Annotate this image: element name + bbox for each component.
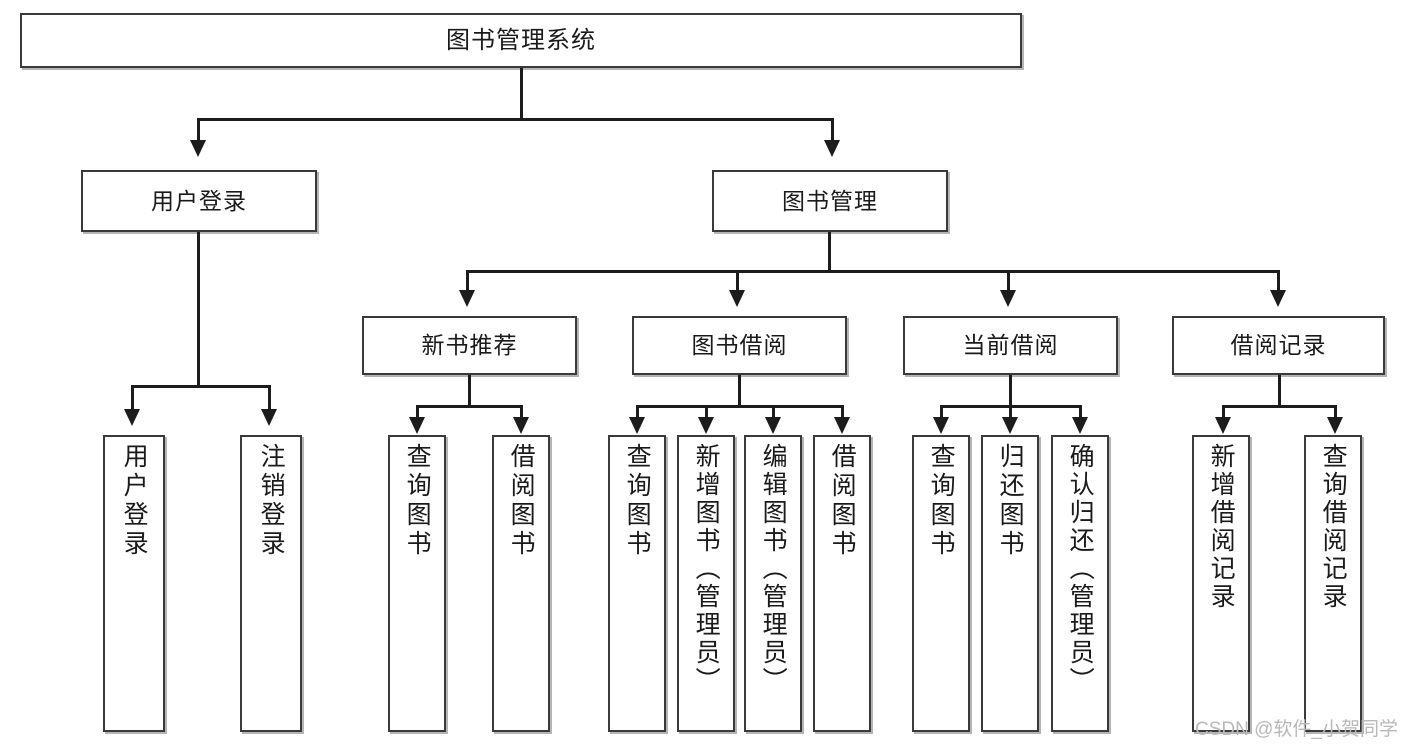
node-borrow-record[interactable]: 借阅记录	[1172, 316, 1385, 375]
edge-bb-to-leaf-1	[636, 405, 639, 421]
node-label: 借阅图书	[507, 443, 536, 559]
edge-user-login-to-leaf-1	[131, 385, 134, 413]
node-label: 借阅记录	[1230, 332, 1327, 359]
node-leaf-add-record[interactable]: 新增借阅记录	[1192, 435, 1250, 732]
edge-book-manage-stem	[828, 232, 831, 272]
arrow-to-leaf-edit-book	[765, 417, 781, 434]
arrow-to-leaf-user-login	[124, 409, 140, 426]
edge-br-to-leaf-2	[1334, 405, 1337, 421]
node-leaf-borrow-book-1[interactable]: 借阅图书	[492, 435, 550, 732]
node-label: 查询借阅记录	[1319, 443, 1348, 611]
edge-cb-stem	[1009, 375, 1012, 407]
node-leaf-query-book-2[interactable]: 查询图书	[608, 435, 666, 732]
node-label: 编辑图书（管理员）	[759, 443, 788, 695]
node-label: 图书管理	[782, 187, 878, 214]
node-leaf-query-record[interactable]: 查询借阅记录	[1304, 435, 1362, 732]
edge-bb-to-leaf-4	[841, 405, 844, 421]
edge-bb-to-leaf-3	[772, 405, 775, 421]
node-label: 当前借阅	[962, 332, 1059, 359]
node-root-system[interactable]: 图书管理系统	[20, 13, 1022, 68]
edge-bm-to-current-borrow	[1007, 270, 1010, 294]
node-label: 借阅图书	[828, 443, 857, 559]
edge-cb-to-leaf-3	[1079, 405, 1082, 421]
edge-bm-to-new-book	[466, 270, 469, 294]
edge-nbr-stem	[468, 375, 471, 407]
edge-br-bus	[1222, 405, 1337, 408]
edge-root-stem	[520, 68, 523, 120]
edge-user-login-stem	[197, 232, 200, 387]
edge-nbr-to-leaf-2	[520, 405, 523, 421]
edge-bb-to-leaf-2	[705, 405, 708, 421]
node-current-borrow[interactable]: 当前借阅	[903, 316, 1118, 375]
node-label: 新增图书（管理员）	[692, 443, 721, 695]
node-leaf-edit-book[interactable]: 编辑图书（管理员）	[744, 435, 802, 732]
edge-bm-to-book-borrow	[736, 270, 739, 294]
arrow-to-leaf-confirm-return	[1072, 417, 1088, 434]
edge-br-to-leaf-1	[1222, 405, 1225, 421]
arrow-to-leaf-query-record	[1327, 417, 1343, 434]
edge-cb-to-leaf-1	[940, 405, 943, 421]
edge-bb-stem	[738, 375, 741, 407]
arrow-to-book-borrow	[729, 290, 745, 307]
node-label: 新增借阅记录	[1207, 443, 1236, 611]
edge-root-to-book-manage	[831, 118, 834, 144]
node-leaf-query-book-3[interactable]: 查询图书	[912, 435, 970, 732]
arrow-to-user-login	[190, 140, 206, 157]
arrow-to-leaf-return-book	[1002, 417, 1018, 434]
arrow-to-leaf-add-record	[1215, 417, 1231, 434]
edge-user-login-to-leaf-2	[268, 385, 271, 413]
node-leaf-confirm-return[interactable]: 确认归还（管理员）	[1051, 435, 1109, 732]
node-leaf-add-book[interactable]: 新增图书（管理员）	[677, 435, 735, 732]
arrow-to-leaf-user-logout	[261, 409, 277, 426]
node-label: 归还图书	[996, 443, 1025, 559]
node-label: 查询图书	[403, 443, 432, 559]
node-leaf-query-book-1[interactable]: 查询图书	[388, 435, 446, 732]
edge-cb-to-leaf-2	[1009, 405, 1012, 421]
node-book-borrow[interactable]: 图书借阅	[632, 316, 847, 375]
arrow-to-current-borrow	[1000, 290, 1016, 307]
edge-root-bus	[197, 118, 834, 121]
arrow-to-leaf-query-book-3	[933, 417, 949, 434]
edge-nbr-bus	[416, 405, 523, 408]
edge-bm-to-borrow-record	[1277, 270, 1280, 294]
edge-bb-bus	[636, 405, 844, 408]
node-leaf-user-login[interactable]: 用户登录	[103, 435, 165, 732]
arrow-to-leaf-query-book-1	[409, 417, 425, 434]
node-label: 用户登录	[120, 443, 149, 559]
node-label: 注销登录	[257, 443, 286, 559]
edge-br-stem	[1278, 375, 1281, 407]
node-leaf-return-book[interactable]: 归还图书	[981, 435, 1039, 732]
node-label: 用户登录	[151, 187, 247, 214]
arrow-to-book-manage	[824, 140, 840, 157]
node-label: 查询图书	[623, 443, 652, 559]
node-leaf-borrow-book-2[interactable]: 借阅图书	[813, 435, 871, 732]
node-new-book-recommend[interactable]: 新书推荐	[362, 316, 577, 375]
node-label: 新书推荐	[421, 332, 518, 359]
arrow-to-leaf-query-book-2	[629, 417, 645, 434]
node-book-manage[interactable]: 图书管理	[712, 170, 948, 232]
arrow-to-leaf-add-book	[698, 417, 714, 434]
node-user-login[interactable]: 用户登录	[81, 170, 317, 232]
node-leaf-user-logout[interactable]: 注销登录	[240, 435, 302, 732]
arrow-to-new-book-recommend	[459, 290, 475, 307]
edge-nbr-to-leaf-1	[416, 405, 419, 421]
node-label: 确认归还（管理员）	[1066, 443, 1095, 695]
edge-book-manage-bus	[466, 270, 1280, 273]
arrow-to-leaf-borrow-book-2	[834, 417, 850, 434]
watermark-text: CSDN @软件_小贺同学	[1195, 719, 1398, 740]
edge-root-to-user-login	[197, 118, 200, 144]
arrow-to-borrow-record	[1270, 290, 1286, 307]
node-label: 图书管理系统	[446, 26, 596, 54]
arrow-to-leaf-borrow-book-1	[513, 417, 529, 434]
node-label: 查询图书	[927, 443, 956, 559]
edge-user-login-bus	[131, 385, 271, 388]
node-label: 图书借阅	[691, 332, 788, 359]
